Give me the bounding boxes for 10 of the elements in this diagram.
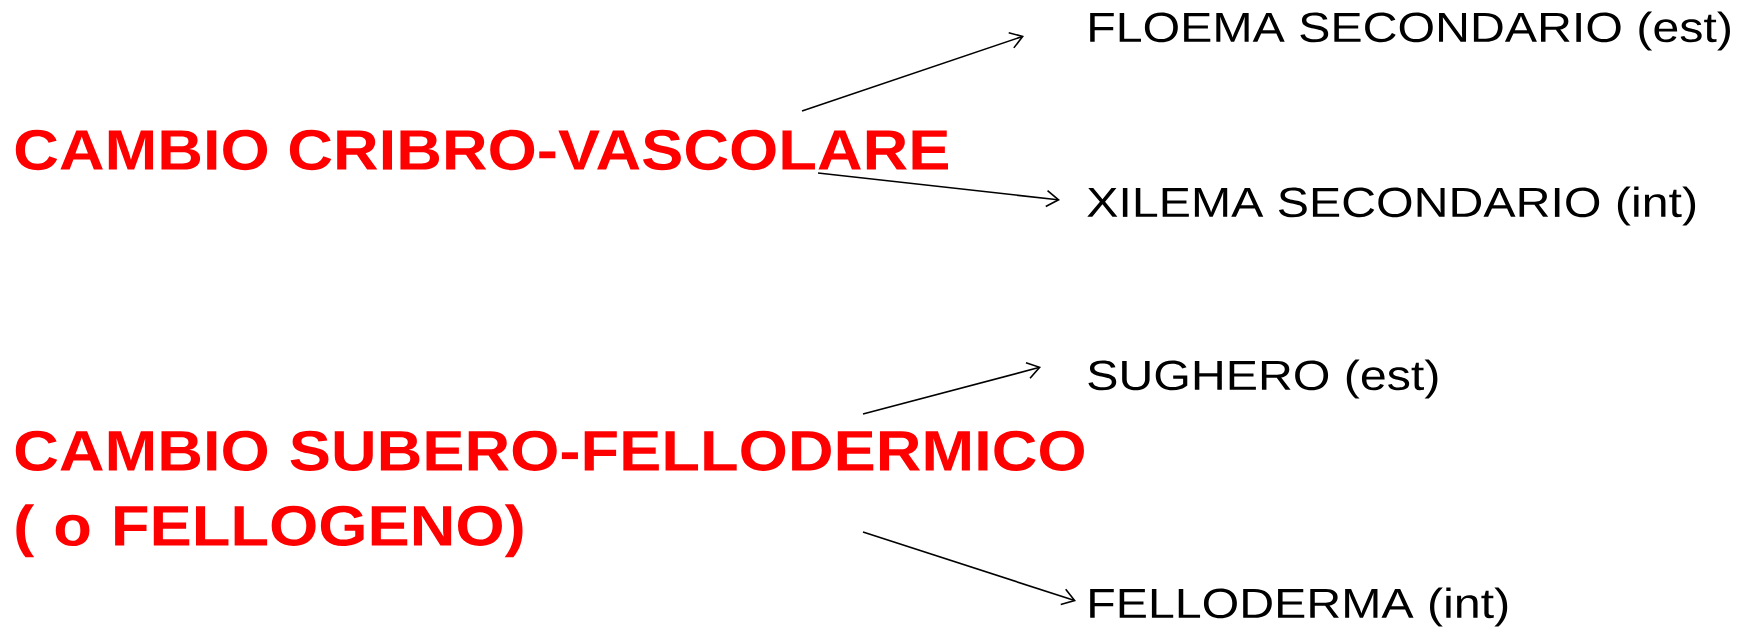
tissue-label: FLOEMA SECONDARIO (est): [1090, 11, 1730, 51]
cambium-label: CAMBIO SUBERO-FELLODERMICO ( o FELLOGENO): [15, 430, 1084, 558]
arrow: [862, 531, 1076, 606]
tissue-label: FELLODERMA (int): [1090, 587, 1508, 627]
cambium-label: CAMBIO CRIBRO-VASCOLARE: [15, 129, 948, 171]
arrow: [801, 31, 1024, 112]
tissue-label: SUGHERO (est): [1088, 359, 1438, 399]
arrow: [817, 172, 1060, 208]
tissue-label: XILEMA SECONDARIO (int): [1087, 186, 1696, 226]
arrow: [862, 361, 1041, 415]
